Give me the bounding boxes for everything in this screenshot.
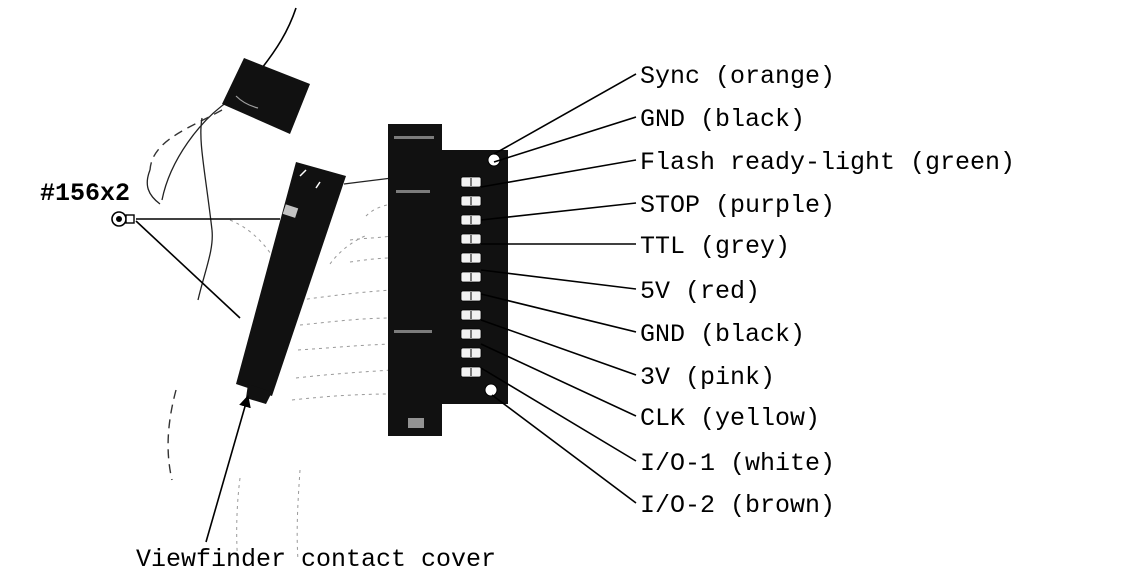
pin-labels: Sync (orange) GND (black) Flash ready-li…: [640, 62, 1015, 520]
cover-arrow: [205, 395, 251, 543]
leader-line-3v: [480, 319, 637, 376]
leader-line-gnd1: [493, 116, 637, 163]
screw-icon: [111, 211, 135, 227]
label-3v: 3V (pink): [640, 363, 775, 392]
connector-body: [388, 124, 508, 436]
leader-line-io1: [480, 367, 637, 462]
label-gnd2: GND (black): [640, 320, 805, 349]
leader-line-io2: [491, 394, 637, 504]
leader-line-flash: [480, 159, 637, 188]
label-io2: I/O-2 (brown): [640, 491, 835, 520]
contact-pads: [460, 176, 482, 378]
label-flash: Flash ready-light (green): [640, 148, 1015, 177]
label-ttl: TTL (grey): [640, 232, 790, 261]
leader-lines: [480, 73, 637, 504]
loose-wires: [146, 7, 393, 566]
label-stop: STOP (purple): [640, 191, 835, 220]
leader-line-stop: [480, 202, 637, 221]
label-5v: 5V (red): [640, 277, 760, 306]
leader-line-clk: [480, 343, 637, 417]
leader-line-5v: [480, 269, 637, 290]
screw-pointer-line-lower: [135, 220, 241, 319]
viewfinder-contact-cover-part: [234, 162, 346, 404]
label-screw: #156x2: [40, 179, 130, 208]
label-sync: Sync (orange): [640, 62, 835, 91]
leader-line-sync: [493, 73, 637, 155]
cable-clip: [222, 58, 310, 134]
label-gnd1: GND (black): [640, 105, 805, 134]
label-clk: CLK (yellow): [640, 404, 820, 433]
leader-line-gnd2: [480, 293, 637, 333]
label-viewfinder-cover: Viewfinder contact cover: [136, 545, 496, 574]
label-io1: I/O-1 (white): [640, 449, 835, 478]
